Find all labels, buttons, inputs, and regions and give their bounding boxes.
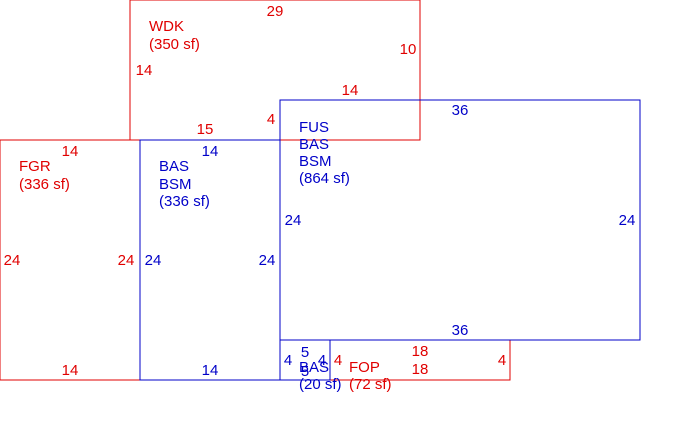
fgr-left-dim: 24 — [4, 252, 21, 269]
fus-line3: BSM — [299, 153, 332, 170]
fop-left-dim: 4 — [334, 352, 342, 369]
wdk-left-dim: 14 — [136, 62, 153, 79]
fop-size: (72 sf) — [349, 376, 392, 393]
fus-left-dim: 24 — [285, 212, 302, 229]
wdk-top-dim: 29 — [267, 3, 284, 20]
fgr-code: FGR — [19, 158, 51, 175]
small-left-dim: 4 — [284, 352, 292, 369]
small-right-dim: 4 — [318, 352, 326, 369]
bas-small-size: (20 sf) — [299, 376, 342, 393]
fus-line2: BAS — [299, 136, 329, 153]
wdk-bottom-mid-dim: 15 — [197, 121, 214, 138]
wdk-size: (350 sf) — [149, 36, 200, 53]
bas-left-dim: 24 — [145, 252, 162, 269]
bas-left-line2: BSM — [159, 176, 192, 193]
fop-right-dim: 4 — [498, 352, 506, 369]
bas-top-dim: 14 — [202, 143, 219, 160]
fus-bottom-dim: 36 — [452, 322, 469, 339]
small-bottom-dim: 5 — [301, 363, 309, 380]
bas-left-line1: BAS — [159, 158, 189, 175]
wdk-bottom-right-dim: 14 — [342, 82, 359, 99]
bas-right-dim: 24 — [259, 252, 276, 269]
wdk-code: WDK — [149, 18, 184, 35]
fgr-bottom-dim: 14 — [62, 362, 79, 379]
fop-code: FOP — [349, 359, 380, 376]
fgr-top-dim: 14 — [62, 143, 79, 160]
fop-top-dim: 18 — [412, 343, 429, 360]
fgr-right-dim: 24 — [118, 252, 135, 269]
bas-small-outline — [279, 339, 331, 381]
wdk-step-dim: 4 — [267, 111, 275, 128]
fus-line1: FUS — [299, 119, 329, 136]
bas-small-code: BAS — [299, 359, 329, 376]
small-top-dim: 5 — [301, 344, 309, 361]
fus-right-dim: 24 — [619, 212, 636, 229]
bas-left-size: (336 sf) — [159, 193, 210, 210]
bas-bottom-dim: 14 — [202, 362, 219, 379]
fus-size: (864 sf) — [299, 170, 350, 187]
fgr-size: (336 sf) — [19, 176, 70, 193]
wdk-right-dim: 10 — [400, 41, 417, 58]
fop-bottom-dim: 18 — [412, 361, 429, 378]
fus-outline — [279, 99, 641, 341]
fus-top-dim: 36 — [452, 102, 469, 119]
